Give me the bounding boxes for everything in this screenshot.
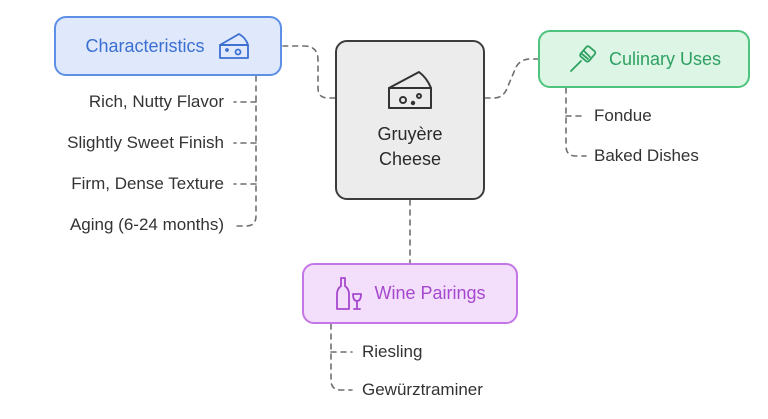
spatula-icon: [570, 45, 597, 72]
characteristics-item: Aging (6-24 months): [69, 215, 224, 234]
wine-bottle-glass-icon: [336, 276, 363, 310]
connector-wine-trunk: [330, 323, 353, 391]
connector-culinary-trunk: [565, 87, 587, 157]
characteristics-node[interactable]: Characteristics: [54, 16, 282, 76]
connector-center-culinary: [484, 58, 539, 99]
cheese-icon: [388, 71, 432, 109]
wine-pairings-node-label: Wine Pairings: [374, 283, 486, 303]
cheese-icon: [218, 33, 249, 59]
connector-center-characteristics: [282, 45, 336, 99]
center-node[interactable]: Gruyère Cheese: [335, 40, 485, 200]
characteristics-node-label: Characteristics: [85, 35, 205, 56]
culinary-uses-item: Baked Dishes: [594, 146, 699, 165]
culinary-uses-item: Fondue: [594, 106, 652, 125]
wine-pairings-item: Gewürztraminer: [362, 380, 483, 399]
wine-pairings-node[interactable]: Wine Pairings: [302, 263, 518, 324]
center-node-label-line2: Cheese: [378, 149, 442, 169]
characteristics-item: Firm, Dense Texture: [71, 174, 224, 193]
culinary-uses-node[interactable]: Culinary Uses: [538, 30, 750, 88]
culinary-uses-node-label: Culinary Uses: [608, 48, 722, 69]
center-node-label-line1: Gruyère: [377, 124, 443, 144]
characteristics-item: Slightly Sweet Finish: [67, 133, 224, 152]
characteristics-item: Rich, Nutty Flavor: [88, 92, 224, 111]
wine-pairings-item: Riesling: [362, 342, 423, 361]
connector-characteristics-trunk: [233, 75, 257, 227]
